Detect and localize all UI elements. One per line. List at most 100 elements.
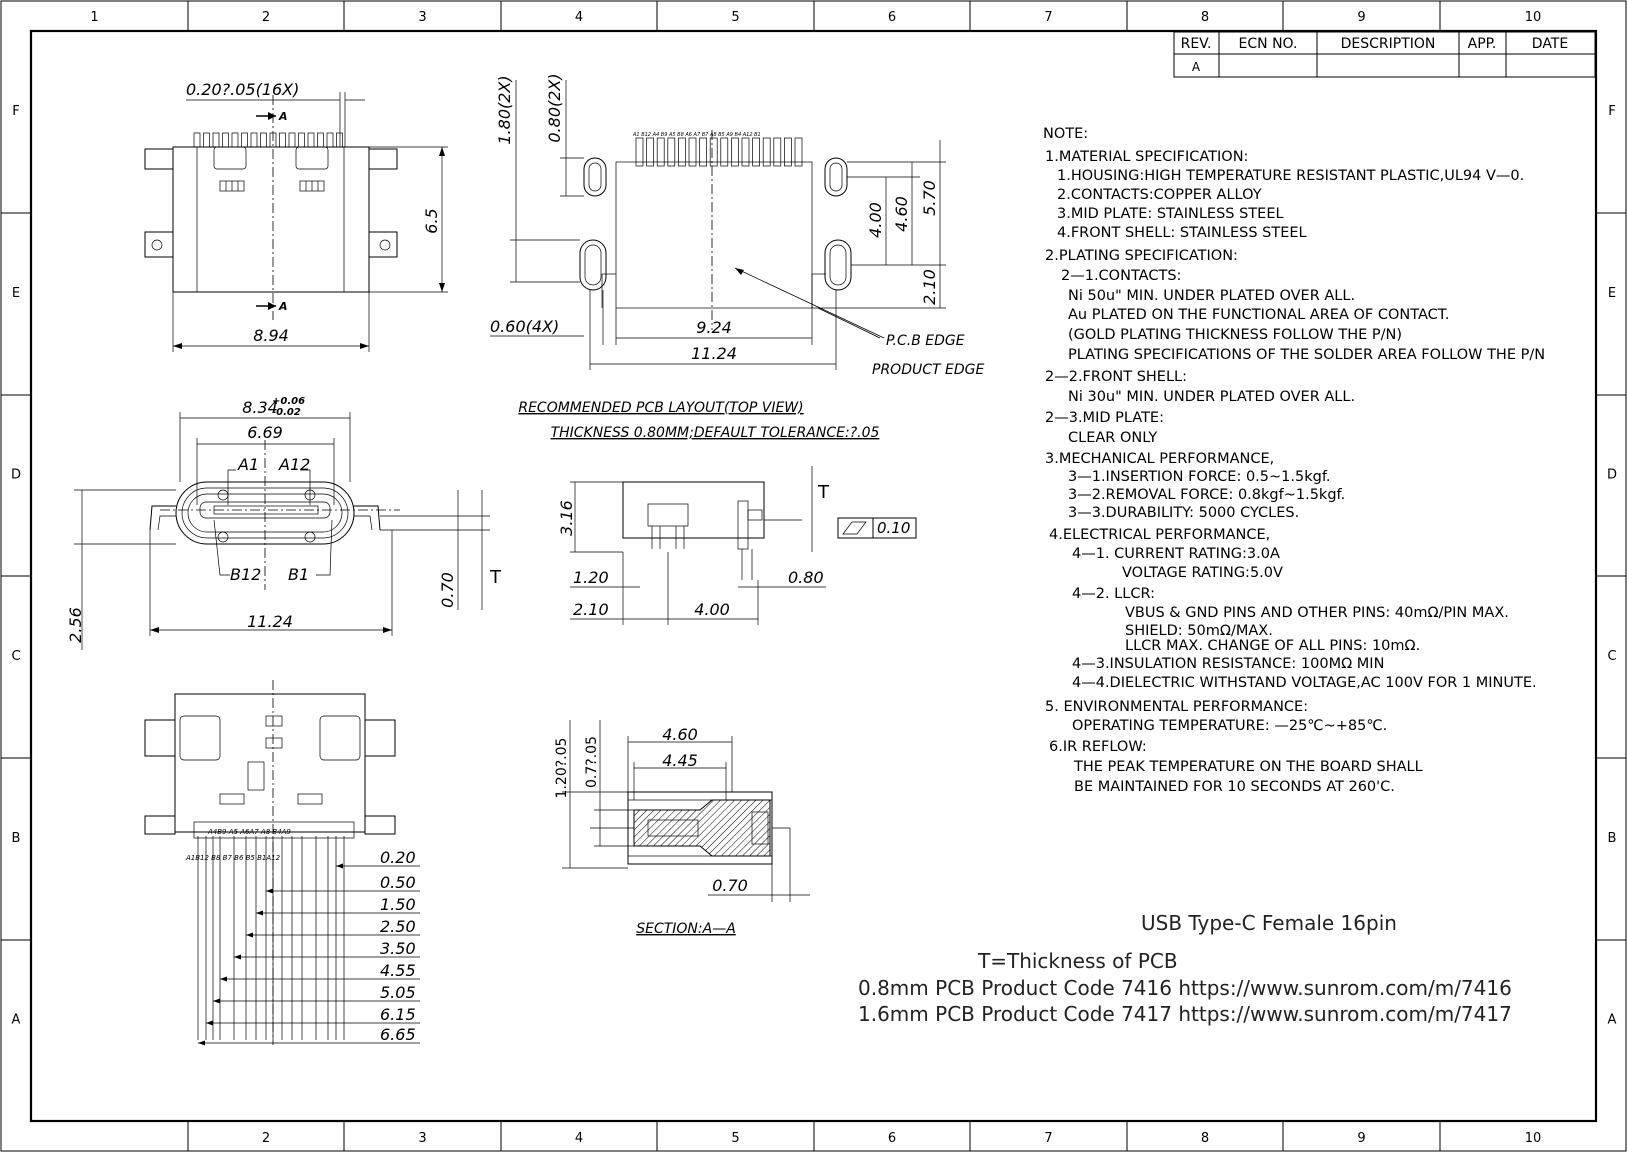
section-dim-070: 0.70 [712, 876, 748, 895]
side-dim-210: 2.10 [573, 600, 609, 619]
pcb-pad [720, 137, 729, 167]
notes-block: NOTE:1.MATERIAL SPECIFICATION:1.HOUSING:… [1043, 126, 1545, 795]
top-view-pin [317, 132, 324, 148]
note-line: Ni 30u" MIN. UNDER PLATED OVER ALL. [1068, 389, 1355, 405]
pcb-pad [646, 137, 654, 167]
pcb-pad [709, 137, 718, 167]
zone-col-bottom-10: 10 [1525, 1131, 1542, 1146]
pcb-pad [731, 137, 739, 167]
note-line: Ni 50u" MIN. UNDER PLATED OVER ALL. [1068, 288, 1355, 304]
bottom-dim-arrow [336, 863, 343, 869]
pcb-dim-210: 2.10 [920, 269, 939, 305]
top-view-pin [250, 132, 258, 148]
pcb-pad [667, 137, 676, 167]
note-line: 3.MID PLATE: STAINLESS STEEL [1057, 206, 1284, 222]
rev-value: A [1192, 60, 1201, 74]
pin-label-a12: A12 [278, 455, 310, 474]
front-dim-669: 6.69 [247, 423, 283, 442]
section-mark-top: A [278, 110, 288, 123]
pin-label-b1: B1 [288, 565, 309, 584]
note-line: 4—2. LLCR: [1072, 586, 1155, 602]
top-view-pin [307, 132, 315, 148]
top-view: A A 0.20?.05(16X) 6.5 8.94 [144, 80, 448, 352]
product-line-2: 1.6mm PCB Product Code 7417 https://www.… [858, 1002, 1512, 1026]
zone-col-top-4: 4 [575, 10, 583, 25]
note-line: NOTE: [1043, 126, 1088, 142]
bottom-pins-bottom: A1B12 B8 B7 B6 B5 B1A12 [185, 854, 281, 862]
top-view-pin [269, 132, 277, 148]
zone-col-bottom-7: 7 [1044, 1131, 1052, 1146]
zone-col-bottom-6: 6 [888, 1131, 896, 1146]
top-view-pin [241, 132, 248, 148]
side-dim-120: 1.20 [573, 568, 609, 587]
top-view-pin [326, 132, 334, 148]
product-edge-label: PRODUCT EDGE [872, 362, 984, 378]
pcb-dim-400: 4.00 [866, 202, 885, 238]
zone-row-left-C: C [11, 649, 20, 664]
pin-label-b12: B12 [230, 565, 261, 584]
zone-col-bottom-4: 4 [575, 1131, 583, 1146]
zone-col-top-2: 2 [262, 10, 270, 25]
note-line: 4.FRONT SHELL: STAINLESS STEEL [1057, 225, 1307, 241]
bottom-dim-3-50: 3.50 [380, 939, 416, 958]
bottom-dim-arrow [206, 1020, 213, 1026]
note-line: (GOLD PLATING THICKNESS FOLLOW THE P/N) [1068, 327, 1402, 343]
pcb-pad [762, 137, 771, 167]
note-line: 4.ELECTRICAL PERFORMANCE, [1049, 527, 1270, 543]
pcb-pad [784, 137, 792, 167]
flatness-value: 0.10 [877, 519, 910, 537]
note-line: VBUS & GND PINS AND OTHER PINS: 40mΩ/PIN… [1125, 605, 1509, 621]
pcb-pad [794, 137, 803, 167]
note-line: 3.MECHANICAL PERFORMANCE, [1045, 451, 1274, 467]
pcb-pad [699, 137, 707, 167]
date-header: DATE [1532, 36, 1568, 52]
note-line: Au PLATED ON THE FUNCTIONAL AREA OF CONT… [1068, 307, 1449, 323]
section-view: 4.60 4.45 1.20?.05 0.7?.05 0.70 SECTION:… [554, 720, 810, 937]
pcb-dim-460: 4.60 [892, 196, 911, 232]
pcb-edge-label: P.C.B EDGE [886, 333, 965, 349]
pitch-dimension: 0.20?.05(16X) [186, 80, 299, 99]
note-line: 4—3.INSULATION RESISTANCE: 100MΩ MIN [1072, 656, 1384, 672]
pcb-pad [678, 137, 686, 167]
top-view-pin [212, 132, 220, 148]
subtitle: T=Thickness of PCB [977, 949, 1178, 973]
bottom-dim-4-55: 4.55 [380, 961, 416, 980]
zone-col-bottom-5: 5 [731, 1131, 739, 1146]
zone-col-top-9: 9 [1357, 10, 1365, 25]
section-dim-077: 0.7?.05 [584, 736, 600, 788]
bottom-dim-6-15: 6.15 [380, 1005, 416, 1024]
bottom-dim-arrow [198, 1040, 205, 1046]
title: USB Type-C Female 16pin [1141, 911, 1397, 935]
zone-row-left-A: A [12, 1013, 21, 1028]
zone-row-right-C: C [1607, 649, 1616, 664]
front-dim-1124: 11.24 [247, 612, 293, 631]
top-view-pin [193, 132, 201, 148]
pcb-layout-caption2: THICKNESS 0.80MM;DEFAULT TOLERANCE:?.05 [551, 425, 880, 441]
side-view: 3.16 T 0.10 1.20 0.80 2.10 4.00 [557, 466, 917, 625]
note-line: 1.HOUSING:HIGH TEMPERATURE RESISTANT PLA… [1057, 168, 1524, 184]
zone-row-left-E: E [12, 286, 20, 301]
rev-header: REV. [1181, 36, 1212, 52]
top-view-pin [336, 132, 343, 148]
top-view-pin [279, 132, 286, 148]
side-dim-400: 4.00 [694, 600, 730, 619]
note-line: 5. ENVIRONMENTAL PERFORMANCE: [1045, 699, 1308, 715]
note-line: PLATING SPECIFICATIONS OF THE SOLDER ARE… [1068, 347, 1545, 363]
top-view-pin [222, 132, 229, 148]
pcb-pad [741, 137, 750, 167]
top-view-pin [203, 132, 210, 148]
front-view: 8.34 +0.06 -0.02 6.69 A1 A12 B12 B1 2.56… [66, 396, 502, 650]
zone-col-bottom-2: 2 [262, 1131, 270, 1146]
front-dim-834: 8.34 [242, 398, 278, 417]
height-dimension: 6.5 [422, 208, 441, 233]
pcb-pin-labels: A1 B12 A4 B9 A5 B8 A6 A7 B7 A8 B5 A9 B4 … [632, 132, 761, 138]
zone-row-left-B: B [12, 831, 21, 846]
zone-row-right-A: A [1608, 1013, 1617, 1028]
zone-col-top-3: 3 [418, 10, 426, 25]
width-dimension: 8.94 [253, 326, 289, 345]
pcb-dim-060: 0.60(4X) [490, 317, 559, 336]
pcb-layout-view: A1 B12 A4 B9 A5 B8 A6 A7 B7 A8 B5 A9 B4 … [490, 73, 984, 441]
zone-col-top-7: 7 [1044, 10, 1052, 25]
